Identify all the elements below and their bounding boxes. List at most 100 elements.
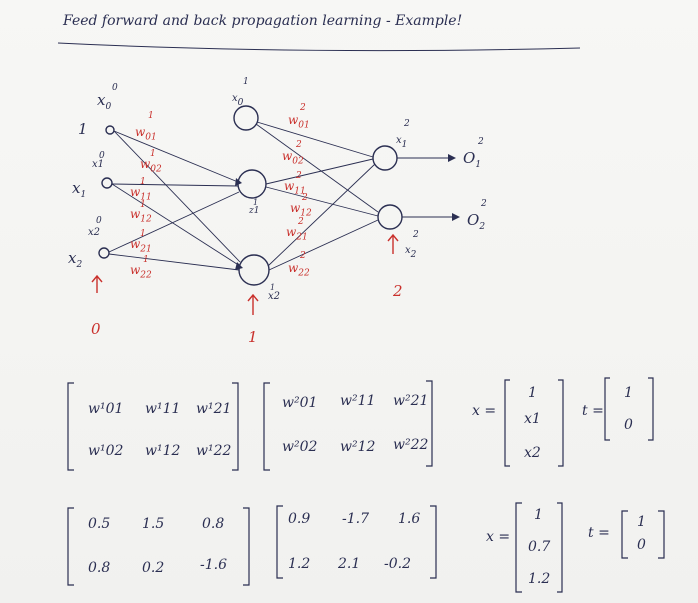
weight-w12-1-sup: 1 bbox=[140, 200, 146, 210]
num-w1-r1c0: 0.8 bbox=[88, 560, 111, 576]
output-x1-label: x1 bbox=[396, 135, 408, 151]
sym-w2-r0c1: w²11 bbox=[340, 393, 376, 409]
sym-w2-r0c0: w²01 bbox=[282, 395, 318, 411]
sym-x-2: x2 bbox=[524, 445, 541, 461]
weight-w12-2-sup: 2 bbox=[302, 193, 308, 203]
output-x2-label: x2 bbox=[405, 245, 417, 261]
num-w2-r1c1: 2.1 bbox=[338, 556, 361, 572]
sym-w1-r1c0: w¹02 bbox=[88, 443, 124, 459]
num-x-1: 0.7 bbox=[528, 539, 551, 555]
num-w1-r1c1: 0.2 bbox=[142, 560, 165, 576]
hidden-bias-label: x0 bbox=[232, 93, 244, 109]
weight-w22-1: w22 bbox=[130, 263, 152, 281]
hidden-bias-sup: 1 bbox=[243, 77, 249, 87]
num-w2-r1c0: 1.2 bbox=[288, 556, 311, 572]
num-w1-r1c2: -1.6 bbox=[200, 557, 227, 573]
output-o2: O2 bbox=[467, 211, 486, 233]
hidden-node-2 bbox=[238, 254, 270, 286]
input-x2-node bbox=[98, 247, 110, 259]
weight-w21-1-sup: 1 bbox=[140, 229, 146, 239]
weight-w01-1-sup: 1 bbox=[148, 111, 154, 121]
output-x1-sup: 2 bbox=[404, 119, 410, 129]
input-bias-node bbox=[105, 125, 115, 135]
weight-w22-1-sup: 1 bbox=[143, 255, 149, 265]
input-x1-node bbox=[101, 177, 113, 189]
weight-w02-2: w02 bbox=[282, 149, 304, 167]
num-t-1: 0 bbox=[637, 537, 646, 553]
weight-w11-1: w11 bbox=[130, 185, 152, 203]
bias-value: 1 bbox=[78, 120, 88, 138]
weight-w11-1-sup: 1 bbox=[140, 177, 146, 187]
sym-t-label: t = bbox=[582, 403, 604, 419]
sym-w2-r0c2: w²21 bbox=[393, 393, 429, 409]
sym-w1-r1c2: w¹22 bbox=[196, 443, 232, 459]
input-x1-label: x1 bbox=[72, 179, 87, 201]
matrix-brackets bbox=[67, 377, 665, 593]
sym-w2-r1c1: w²12 bbox=[340, 439, 376, 455]
output-layer-index: 2 bbox=[393, 282, 403, 300]
output-o1-sup: 2 bbox=[478, 137, 484, 147]
page-title: Feed forward and back propagation learni… bbox=[63, 13, 463, 29]
output-arrow bbox=[387, 233, 399, 254]
sym-w2-r1c2: w²22 bbox=[393, 437, 429, 453]
weight-w21-1: w21 bbox=[130, 237, 152, 255]
hidden-layer-index: 1 bbox=[248, 328, 258, 346]
output-o1: O1 bbox=[463, 149, 482, 171]
x1-node-label: x1 bbox=[92, 159, 105, 170]
connections bbox=[108, 121, 452, 271]
num-w2-r0c0: 0.9 bbox=[288, 511, 311, 527]
sym-t-1: 0 bbox=[624, 417, 633, 433]
num-w2-r1c2: -0.2 bbox=[384, 556, 411, 572]
weight-w02-2-sup: 2 bbox=[296, 140, 302, 150]
x2-node-sup: 0 bbox=[96, 216, 102, 226]
input-bias-sup: 0 bbox=[112, 83, 118, 93]
num-w1-r0c0: 0.5 bbox=[88, 516, 111, 532]
num-w1-r0c2: 0.8 bbox=[202, 516, 225, 532]
input-layer-arrow bbox=[91, 274, 103, 293]
hidden-bias-node bbox=[233, 105, 259, 131]
sym-w1-r0c0: w¹01 bbox=[88, 401, 124, 417]
hidden-layer-arrow bbox=[247, 293, 259, 315]
x1-node-sup: 0 bbox=[99, 151, 105, 161]
hidden-node-1-sup: 1 bbox=[253, 198, 259, 207]
x2-node-label: x2 bbox=[88, 227, 101, 238]
weight-w01-1: w01 bbox=[135, 125, 157, 143]
sym-w1-r0c1: w¹11 bbox=[145, 401, 181, 417]
output-x2-sup: 2 bbox=[413, 230, 419, 240]
sym-w2-r1c0: w²02 bbox=[282, 439, 318, 455]
sym-x-1: x1 bbox=[524, 411, 541, 427]
weight-w02-1-sup: 1 bbox=[150, 149, 156, 159]
num-x-label: x = bbox=[486, 529, 511, 545]
num-t-0: 1 bbox=[637, 514, 646, 530]
sym-w1-r1c1: w¹12 bbox=[145, 443, 181, 459]
num-t-label: t = bbox=[588, 525, 610, 541]
weight-w22-2-sup: 2 bbox=[300, 251, 306, 261]
hidden-node-1-label: z1 bbox=[249, 206, 260, 216]
output-node-1 bbox=[372, 145, 398, 171]
sym-w1-r0c2: w¹21 bbox=[196, 401, 232, 417]
sym-x-label: x = bbox=[472, 403, 497, 419]
weight-w01-2-sup: 2 bbox=[300, 103, 306, 113]
hidden-node-2-label: x2 bbox=[268, 291, 281, 302]
weight-w22-2: w22 bbox=[288, 261, 310, 279]
weight-w12-2: w12 bbox=[290, 201, 312, 219]
num-x-2: 1.2 bbox=[528, 571, 551, 587]
num-w2-r0c2: 1.6 bbox=[398, 511, 421, 527]
title-underline bbox=[57, 42, 581, 52]
weight-w11-2-sup: 2 bbox=[296, 171, 302, 181]
weight-w12-1: w12 bbox=[130, 207, 152, 225]
weight-w01-2: w01 bbox=[288, 113, 310, 131]
input-x2-label: x2 bbox=[68, 249, 83, 271]
num-w2-r0c1: -1.7 bbox=[342, 511, 369, 527]
output-o2-sup: 2 bbox=[481, 199, 487, 209]
hidden-node-1 bbox=[237, 169, 267, 199]
sym-x-0: 1 bbox=[528, 385, 537, 401]
weight-w02-1: w02 bbox=[140, 157, 162, 175]
input-bias-symbol: x0 bbox=[97, 91, 112, 113]
output-node-2 bbox=[377, 204, 403, 230]
weight-w11-2: w11 bbox=[284, 179, 306, 197]
num-x-0: 1 bbox=[534, 507, 543, 523]
input-layer-index: 0 bbox=[91, 320, 101, 338]
